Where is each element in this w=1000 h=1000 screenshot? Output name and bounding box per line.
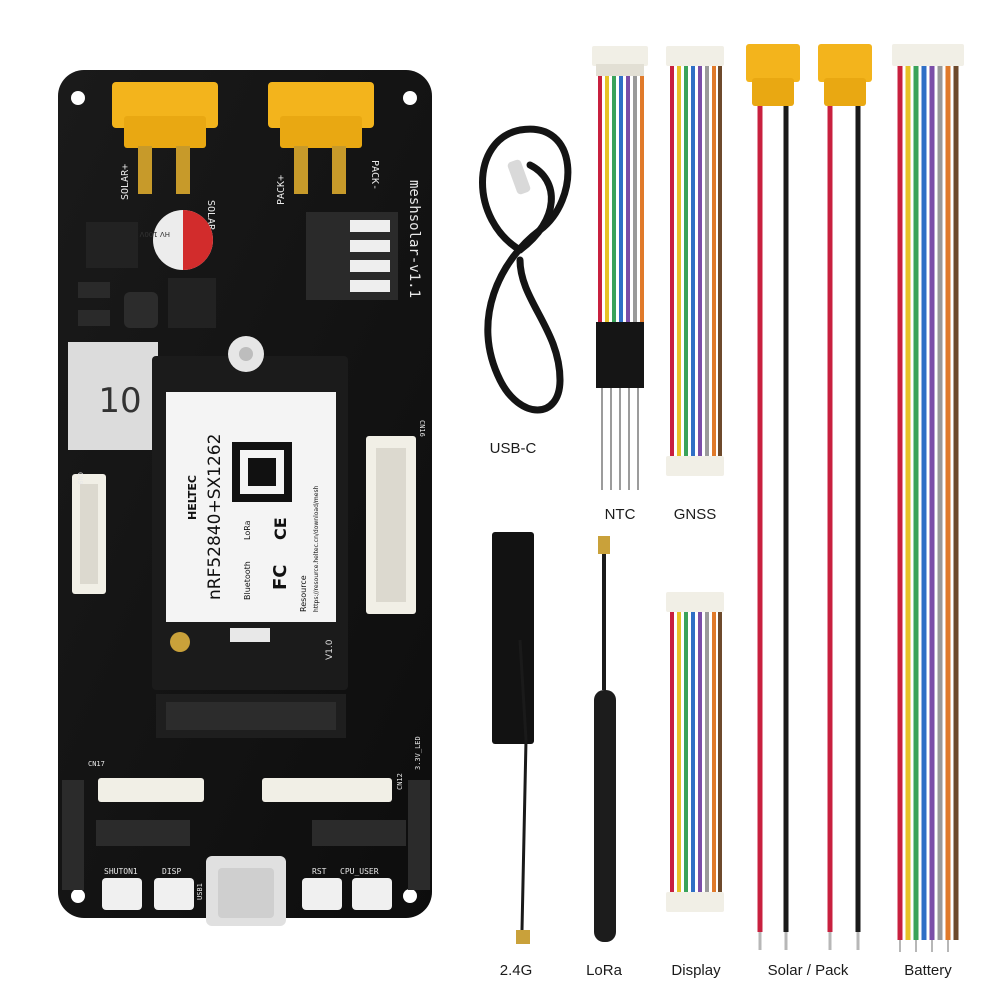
bluetooth-badge: Bluetooth (243, 561, 252, 600)
svg-text:HV 100V 25V: HV 100V 25V (123, 230, 170, 238)
mount-hole (71, 889, 85, 903)
heltec-module: HELTEC nRF52840+SX1262 Bluetooth LoRa FC… (152, 336, 348, 738)
silk-shuton1: SHUTON1 (104, 867, 138, 876)
pin-header (62, 780, 430, 890)
silk-cn12: CN12 (396, 773, 404, 790)
dip-switch (306, 212, 398, 300)
display-cable (666, 592, 724, 912)
solar-cable (746, 44, 800, 950)
label-battery: Battery (904, 962, 952, 979)
antenna-lora (594, 536, 616, 942)
label-solar-pack: Solar / Pack (767, 962, 849, 979)
silk-pack-minus: PACK- (369, 160, 380, 190)
silk-cn17: CN17 (88, 760, 105, 768)
silk-cn16: CN16 (418, 420, 426, 437)
number-sticker: 10 (68, 342, 158, 450)
bottom-connector-right (262, 778, 392, 802)
gnss-cable (666, 46, 724, 476)
side-connector-left (72, 474, 106, 594)
label-display: Display (671, 962, 721, 979)
silk-rst: RST (312, 867, 327, 876)
silk-board-title: meshsolar-v1.1 (406, 180, 422, 298)
module-version: V1.0 (325, 639, 335, 660)
fcc-mark: FC (270, 564, 291, 590)
module-model: nRF52840+SX1262 (205, 434, 225, 600)
silk-3v3-led: 3.3V_LED (414, 736, 422, 770)
resource-url: https://resource.heltec.cn/download/mesh (313, 485, 320, 612)
diode (78, 310, 110, 326)
silk-cn9: CN9 (76, 472, 84, 485)
xt-connector-pack (268, 82, 374, 194)
ntc-cable (592, 46, 648, 490)
antenna-24g (492, 532, 534, 944)
module-brand: HELTEC (186, 475, 199, 520)
label-usb-c: USB-C (489, 440, 537, 457)
silk-cpu-user: CPU_USER (340, 867, 379, 876)
battery-cable (892, 44, 964, 952)
mount-hole (403, 91, 417, 105)
silk-pack-plus: PACK+ (276, 175, 287, 205)
inductor (124, 292, 158, 328)
mount-hole (403, 889, 417, 903)
ic-chip (86, 222, 138, 268)
button-cpu-user (352, 878, 392, 910)
xt-connector-solar (112, 82, 218, 194)
button-rst (302, 878, 342, 910)
resource-label: Resource (299, 575, 308, 612)
ic-chip (168, 278, 216, 328)
meshsolar-board: SOLAR+ SOLAR- PACK+ PACK- meshsolar-v1.1… (58, 70, 432, 926)
ce-mark: CE (271, 517, 290, 540)
silk-disp: DISP (162, 867, 181, 876)
button-disp (154, 878, 194, 910)
electrolytic-capacitor: HV 100V 25V (123, 210, 213, 270)
diode (78, 282, 110, 298)
lora-badge: LoRa (243, 520, 252, 540)
svg-text:10: 10 (98, 381, 141, 421)
side-connector-right (366, 436, 416, 614)
bottom-connector-left (98, 778, 204, 802)
mount-hole (71, 91, 85, 105)
label-ntc: NTC (604, 506, 636, 523)
label-lora: LoRa (586, 962, 622, 979)
label-24g: 2.4G (499, 962, 533, 979)
label-gnss: GNSS (673, 506, 717, 523)
silk-solar-minus: SOLAR- (205, 200, 216, 236)
pack-cable (818, 44, 872, 950)
silk-solar-plus: SOLAR+ (120, 164, 131, 200)
usb-c-cable (479, 125, 572, 414)
button-shuton (102, 878, 142, 910)
silk-usb1: USB1 (196, 883, 204, 900)
